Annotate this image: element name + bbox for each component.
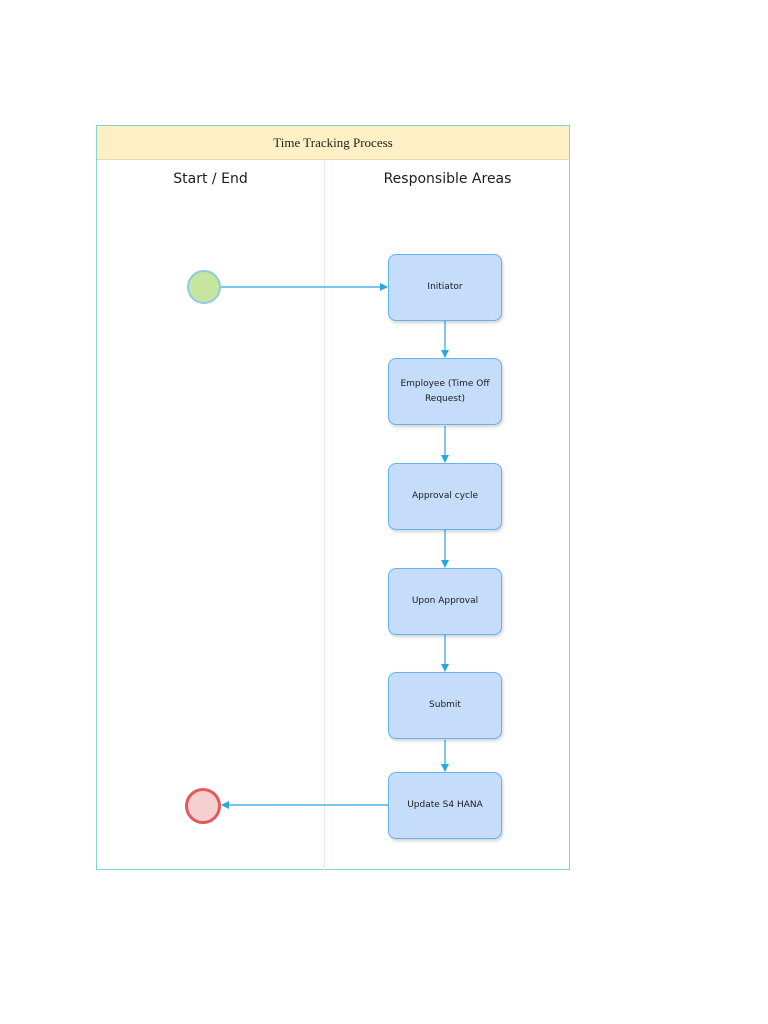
node-upon-approval: Upon Approval xyxy=(388,568,502,635)
start-event-circle xyxy=(187,270,221,304)
node-initiator: Initiator xyxy=(388,254,502,321)
node-submit: Submit xyxy=(388,672,502,739)
node-employee-time-off-request: Employee (Time Off Request) xyxy=(388,358,502,425)
pool-title: Time Tracking Process xyxy=(97,126,569,160)
node-update-s4-hana: Update S4 HANA xyxy=(388,772,502,839)
end-event-circle xyxy=(185,788,221,824)
lane-divider xyxy=(324,160,325,870)
lane-header-start-end: Start / End xyxy=(173,171,248,187)
swimlane-pool: Time Tracking Process Start / End Respon… xyxy=(96,125,570,870)
node-approval-cycle: Approval cycle xyxy=(388,463,502,530)
lane-header-responsible-areas: Responsible Areas xyxy=(383,171,512,187)
